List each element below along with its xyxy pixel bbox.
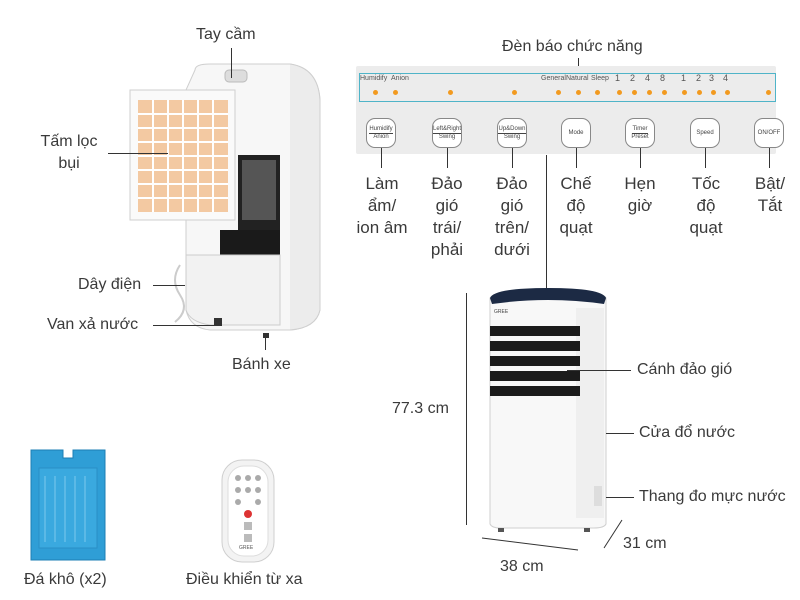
filter-label-1: Tấm lọc xyxy=(40,133,98,150)
power-cord-label: Dây điện xyxy=(78,276,142,293)
indicator-dot xyxy=(595,90,600,95)
louver-label: Cánh đảo gió xyxy=(637,361,733,378)
label-speed: Tốc độ quạt xyxy=(689,174,723,237)
indicator-strip xyxy=(359,73,776,102)
button-pointer xyxy=(705,148,706,168)
button-pointer xyxy=(512,148,513,168)
indicator-dot xyxy=(632,90,637,95)
remote-label: Điều khiển từ xa xyxy=(186,571,303,588)
timer-4: 4 xyxy=(645,73,651,83)
speed-button[interactable]: Speed xyxy=(690,118,720,148)
indicator-dot xyxy=(576,90,581,95)
water-door-label: Cửa đổ nước xyxy=(639,424,735,441)
filter-label-2: bụi xyxy=(58,155,80,172)
indicator-dot xyxy=(766,90,771,95)
indicator-anion: Anion xyxy=(391,75,409,82)
height-label: 77.3 cm xyxy=(392,400,449,417)
timer-8: 8 xyxy=(660,73,666,83)
speed-4: 4 xyxy=(723,73,729,83)
indicator-dot xyxy=(725,90,730,95)
label-humidify: Làm ẩm/ ion âm xyxy=(356,174,408,237)
indicator-dot xyxy=(617,90,622,95)
depth-dim-line xyxy=(603,519,623,549)
valve-pointer xyxy=(153,325,215,326)
button-pointer xyxy=(381,148,382,168)
indicator-dot xyxy=(682,90,687,95)
indicator-humidify: Humidify xyxy=(360,75,388,82)
panel-title: Đèn báo chức năng xyxy=(502,38,643,55)
speed-1: 1 xyxy=(681,73,687,83)
indicator-dot xyxy=(711,90,716,95)
handle-label: Tay cầm xyxy=(196,26,256,43)
button-pointer xyxy=(447,148,448,168)
depth-label: 31 cm xyxy=(623,535,667,552)
filter-mesh xyxy=(138,100,228,212)
ice-pack-label: Đá khô (x2) xyxy=(24,571,107,588)
width-label: 38 cm xyxy=(500,558,544,575)
front-product-image xyxy=(489,288,607,532)
indicator-dot xyxy=(448,90,453,95)
water-door-pointer xyxy=(606,433,634,434)
indicator-dot xyxy=(393,90,398,95)
drain-valve-label: Van xả nước xyxy=(47,316,139,333)
button-pointer xyxy=(576,148,577,168)
indicator-dot xyxy=(512,90,517,95)
indicator-dot xyxy=(373,90,378,95)
front-brand: GREE xyxy=(494,309,509,315)
handle-pointer xyxy=(231,48,232,78)
speed-3: 3 xyxy=(709,73,715,83)
indicator-general: General xyxy=(541,75,566,82)
ice-pack-image xyxy=(30,449,106,561)
wheel-pointer xyxy=(265,336,266,350)
indicator-sleep: Sleep xyxy=(591,75,609,82)
label-ud-swing: Đảo gió trên/ dưới xyxy=(494,174,530,259)
indicator-dot xyxy=(647,90,652,95)
remote-image xyxy=(221,459,275,563)
panel-connector xyxy=(546,155,547,290)
timer-1: 1 xyxy=(615,73,621,83)
button-pointer xyxy=(640,148,641,168)
label-onoff: Bật/ Tắt xyxy=(754,174,786,215)
label-timer: Hẹn giờ xyxy=(624,174,656,215)
mode-button[interactable]: Mode xyxy=(561,118,591,148)
indicator-dot xyxy=(697,90,702,95)
label-lr-swing: Đảo gió trái/ phải xyxy=(430,174,464,259)
louver-pointer xyxy=(567,370,631,371)
timer-2: 2 xyxy=(630,73,636,83)
water-gauge-pointer xyxy=(606,497,634,498)
label-mode: Chế độ quạt xyxy=(559,174,593,237)
indicator-dot xyxy=(662,90,667,95)
cord-pointer xyxy=(153,285,185,286)
filter-pointer xyxy=(108,153,168,154)
width-dim-line xyxy=(481,537,579,551)
wheel-label: Bánh xe xyxy=(232,356,291,373)
remote-brand: GREE xyxy=(239,545,254,551)
height-dim-line xyxy=(466,293,467,525)
on-off-button[interactable]: ON/OFF xyxy=(754,118,784,148)
indicator-dot xyxy=(556,90,561,95)
indicator-natural: Natural xyxy=(566,75,589,82)
button-pointer xyxy=(769,148,770,168)
water-gauge-label: Thang đo mực nước xyxy=(639,488,786,505)
speed-2: 2 xyxy=(696,73,702,83)
